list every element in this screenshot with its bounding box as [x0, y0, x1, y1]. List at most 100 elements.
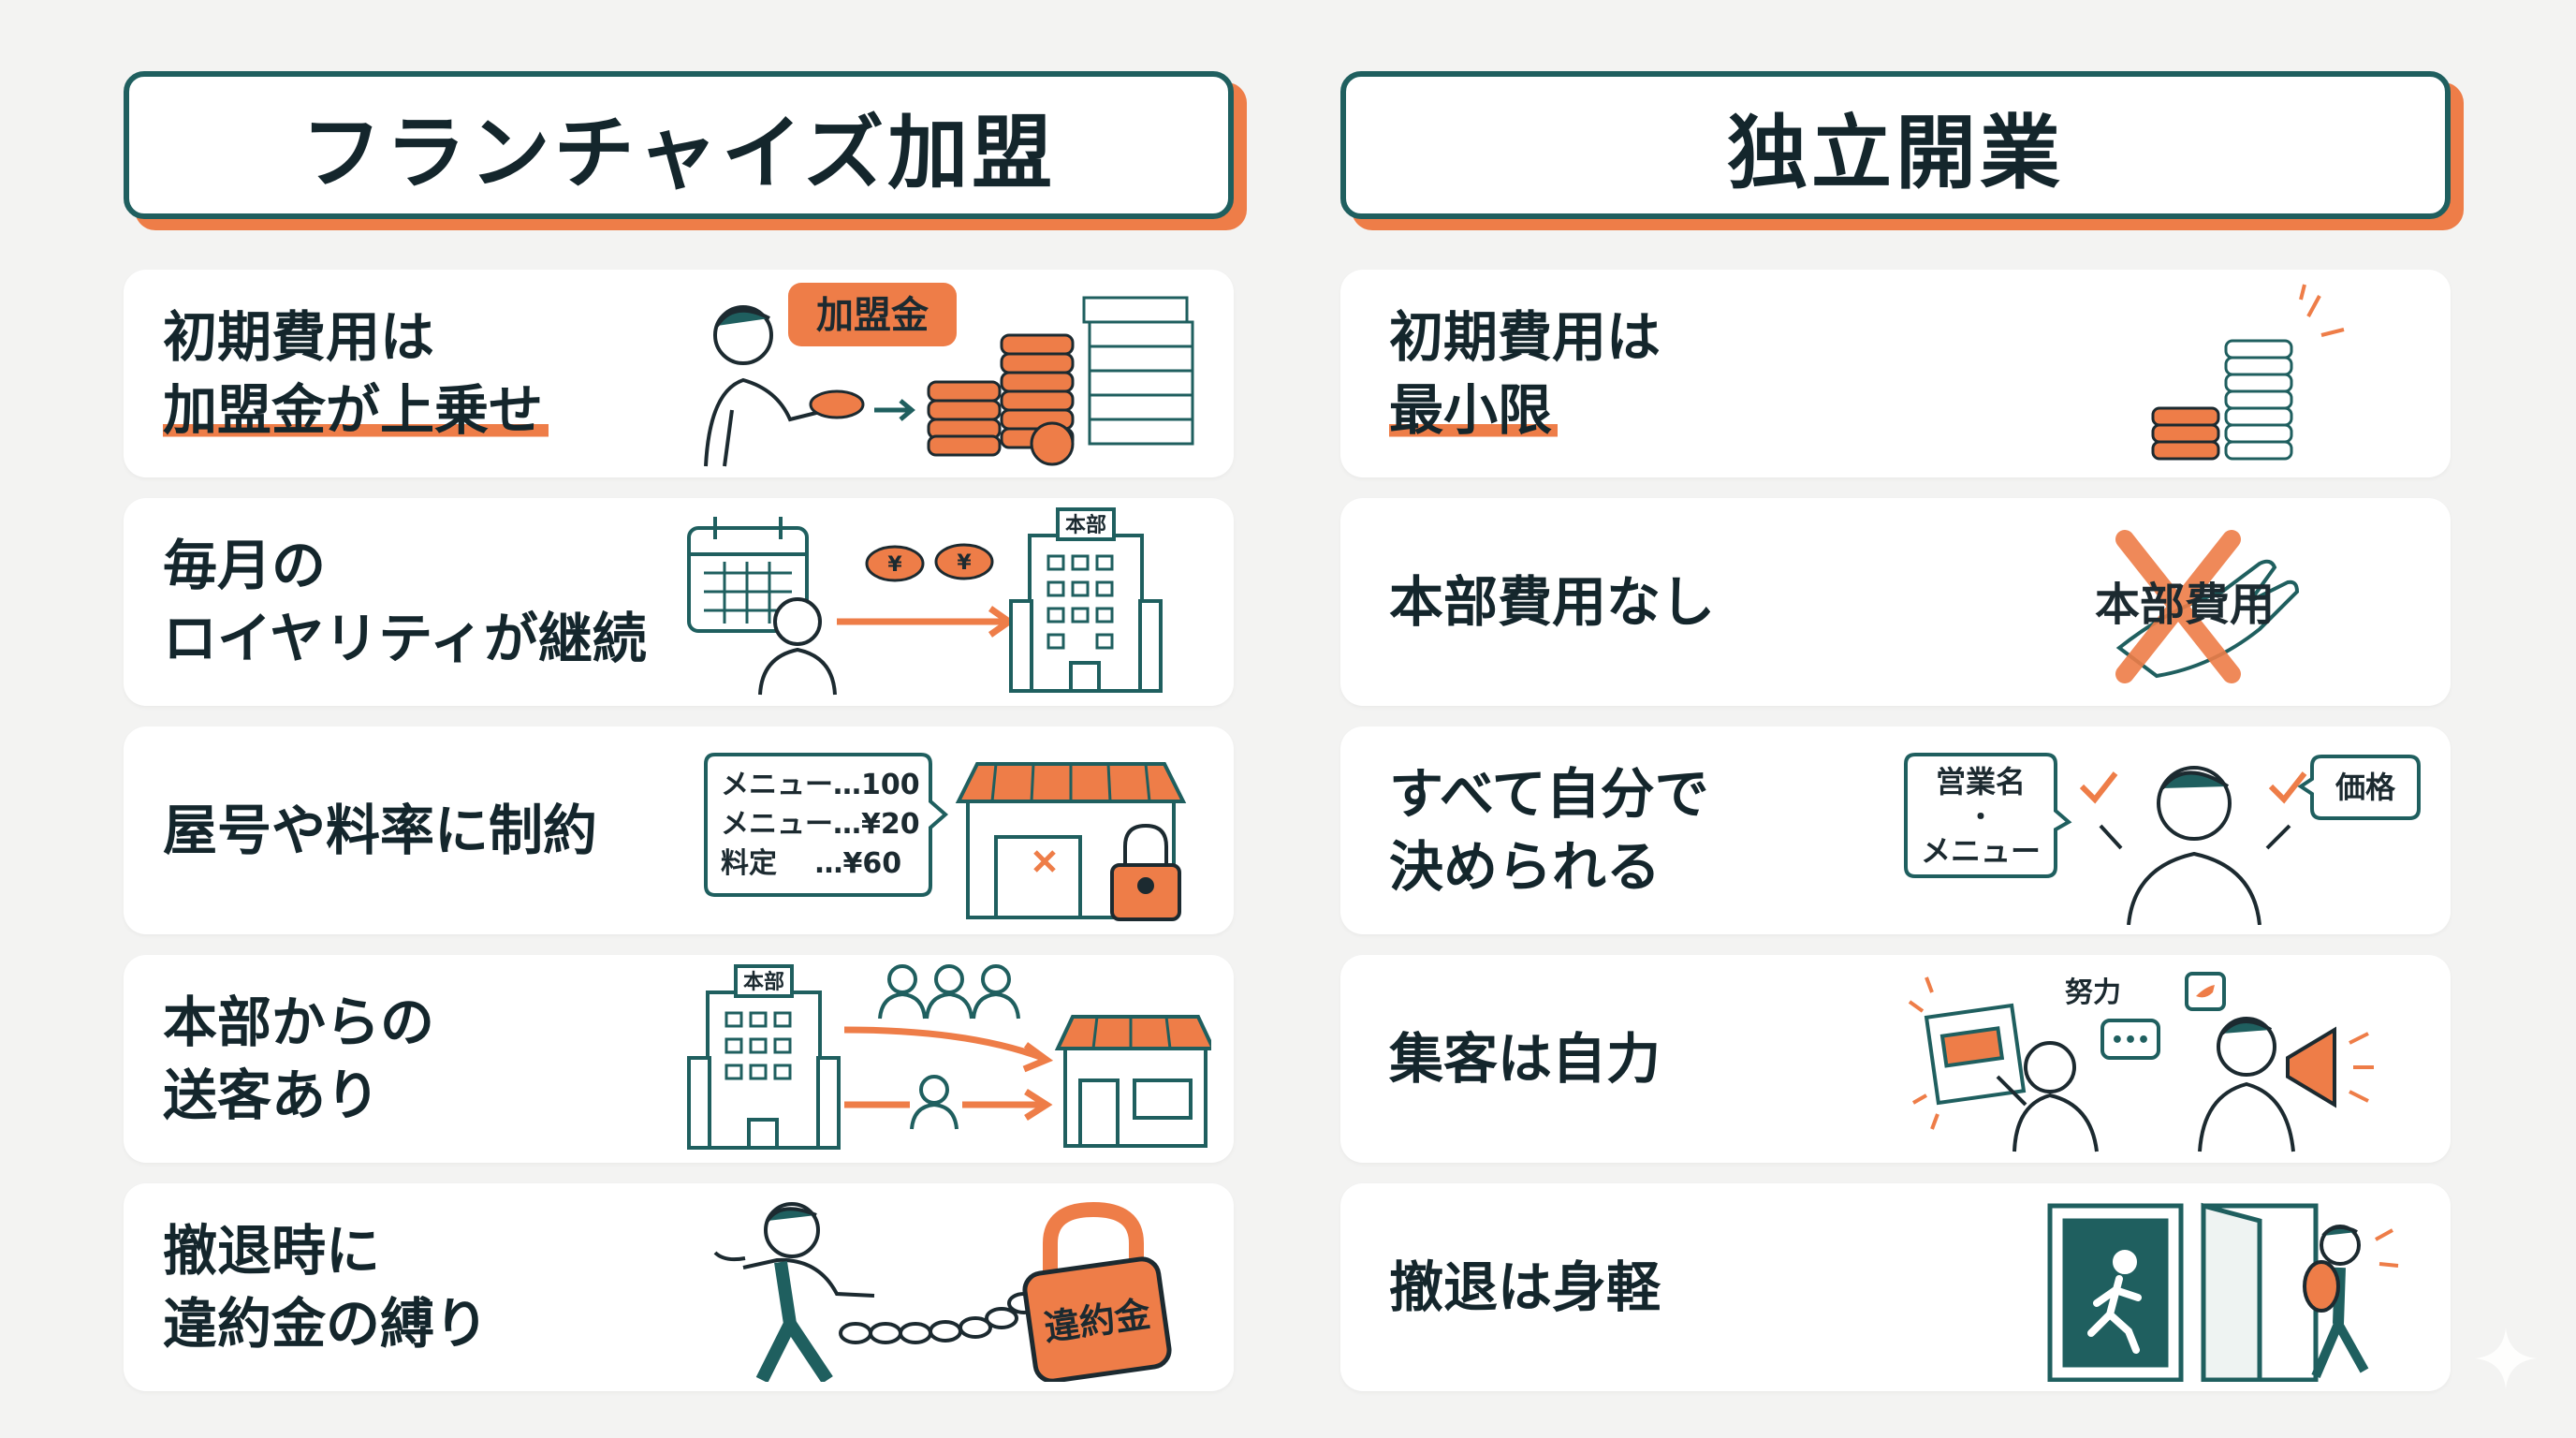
speech-bubble-right	[2297, 755, 2421, 820]
yen-coin-icon	[865, 543, 994, 582]
walking-person-icon	[2303, 1225, 2369, 1378]
franchise-row-initial-cost: 初期費用は 加盟金が上乗せ 加盟金	[124, 270, 1234, 477]
arrow-icon	[837, 606, 1016, 638]
running-person-icon	[713, 1202, 875, 1384]
worker-person-icon	[1996, 1041, 2099, 1152]
independent-row-no-hq-fee: 本部費用なし 本部費用	[1340, 498, 2451, 706]
menu-line-3: 料定 …¥60	[721, 847, 901, 880]
row-line2: ロイヤリティが継続	[163, 607, 647, 670]
svg-text:¥: ¥	[957, 551, 972, 575]
illus-small-coin-stacks	[1904, 279, 2428, 468]
row-line2-highlight: 最小限	[1389, 378, 1559, 442]
row-line2-highlight: 加盟金が上乗せ	[163, 378, 549, 442]
open-door-icon	[2201, 1202, 2319, 1383]
menu-bubble	[704, 753, 949, 897]
headquarters-building-icon	[1009, 507, 1163, 693]
svg-text:•••: •••	[2111, 1029, 2150, 1052]
padlock-icon	[1022, 1201, 1172, 1384]
independent-row-self-marketing: 集客は自力 努力 •••	[1340, 955, 2451, 1163]
row-line1: 撤退は身軽	[1389, 1255, 1661, 1319]
row-line2: 決められる	[1389, 835, 1661, 899]
illus-chained-to-penalty: 違約金	[687, 1193, 1211, 1384]
franchise-row-exit-penalty: 撤退時に 違約金の縛り	[124, 1183, 1234, 1391]
row-line1: 初期費用は	[1389, 305, 1661, 369]
arrow-icon	[843, 1026, 1054, 1121]
independent-header: 独立開業	[1340, 71, 2464, 230]
bubble-left-line2: ・	[1968, 801, 1994, 832]
row-line1: 毎月の	[163, 534, 327, 597]
illus-self-marketing: 努力 •••	[1904, 964, 2428, 1153]
hq-sign: 本部	[1065, 513, 1106, 537]
illus-price-menu-locked-store: メニュー…100 メニュー…¥20 料定 …¥60	[687, 736, 1211, 925]
speech-bubble-left	[1904, 753, 2072, 878]
illus-hq-fee-crossed: 本部費用	[1904, 507, 2428, 697]
cross-icon	[2115, 530, 2241, 683]
person-icon	[704, 305, 828, 467]
coin-stack-icon	[2151, 339, 2293, 461]
customers-icon	[878, 964, 1020, 1130]
bubble-right-label: 価格	[2334, 770, 2396, 805]
svg-text:¥: ¥	[887, 553, 902, 577]
row-line1: すべて自分で	[1389, 762, 1709, 826]
independent-column: 独立開業 初期費用は 最小限	[1340, 71, 2464, 1412]
illus-person-paying-fee: 加盟金	[687, 279, 1211, 468]
row-text: 撤退時に 違約金の縛り	[163, 1183, 743, 1391]
row-text: 撤退は身軽	[1389, 1183, 1969, 1391]
person-icon	[758, 597, 837, 696]
illus-exit-doors	[1904, 1193, 2428, 1383]
row-line1: 集客は自力	[1389, 1027, 1661, 1091]
sparkle-lines-icon	[1908, 976, 1939, 1130]
row-line2: 送客あり	[163, 1064, 381, 1127]
franchise-row-customer-referral: 本部からの 送客あり 本部	[124, 955, 1234, 1163]
row-text: 毎月の ロイヤリティが継続	[163, 498, 743, 706]
row-line1: 撤退時に	[163, 1219, 381, 1283]
independent-title: 独立開業	[1340, 71, 2451, 219]
chat-bubble-icon	[2100, 1019, 2160, 1060]
row-text: 集客は自力	[1389, 955, 1969, 1163]
row-text: 屋号や料率に制約	[163, 726, 743, 934]
row-line1: 初期費用は	[163, 305, 435, 369]
effort-label: 努力	[2065, 976, 2121, 1009]
franchise-row-royalty: 毎月の ロイヤリティが継続 ¥ ¥	[124, 498, 1234, 706]
independent-row-initial-cost: 初期費用は 最小限	[1340, 270, 2451, 477]
padlock-icon	[1110, 823, 1181, 921]
storefront-icon	[1054, 1015, 1217, 1148]
menu-line-2: メニュー…¥20	[721, 808, 920, 841]
cash-stack-icon	[1082, 296, 1194, 446]
illus-hq-sends-customers: 本部	[687, 964, 1217, 1153]
row-text: 本部費用なし	[1389, 498, 1969, 706]
coin-stack-icon	[927, 333, 1075, 466]
fee-badge-label: 加盟金	[816, 294, 929, 337]
chain-icon	[839, 1292, 1041, 1344]
row-text: 本部からの 送客あり	[163, 955, 743, 1163]
megaphone-icon	[2286, 1026, 2336, 1108]
row-text: すべて自分で 決められる	[1389, 726, 1969, 934]
franchise-title: フランチャイズ加盟	[124, 71, 1234, 219]
franchise-column: フランチャイズ加盟 初期費用は 加盟金が上乗せ 加盟金	[124, 71, 1247, 1412]
row-line1: 本部からの	[163, 990, 435, 1054]
hq-sign: 本部	[743, 970, 784, 994]
arrow-icon	[874, 399, 915, 421]
franchise-header: フランチャイズ加盟	[124, 71, 1247, 230]
row-text: 初期費用は 最小限	[1389, 270, 1969, 477]
coin-in-hand-icon	[809, 389, 865, 419]
independent-row-easy-exit: 撤退は身軽	[1340, 1183, 2451, 1391]
bubble-left-line3: メニュー	[1921, 833, 2041, 869]
calendar-icon	[687, 517, 809, 633]
illus-royalty-payment: ¥ ¥ 本部	[687, 507, 1211, 697]
check-icon	[2079, 771, 2307, 804]
crossed-label: 本部費用	[2095, 579, 2275, 631]
row-line1: 本部費用なし	[1389, 570, 1716, 634]
independent-row-self-decide: すべて自分で 決められる 営業名 ・ メニュー 価格	[1340, 726, 2451, 934]
sparkle-lines-icon	[2375, 1228, 2399, 1268]
headquarters-building-icon	[687, 964, 841, 1150]
running-figure-icon	[2087, 1250, 2142, 1354]
sound-lines-icon	[2349, 1032, 2374, 1103]
row-text: 初期費用は 加盟金が上乗せ	[163, 270, 743, 477]
person-with-megaphone-icon	[2198, 1017, 2295, 1152]
fee-badge	[788, 283, 957, 346]
storefront-icon	[955, 762, 1187, 919]
franchise-row-restrictions: 屋号や料率に制約 メニュー…100 メニュー…¥20 料定 …¥60	[124, 726, 1234, 934]
row-line1: 屋号や料率に制約	[163, 799, 598, 862]
illus-person-choosing: 営業名 ・ メニュー 価格	[1904, 736, 2428, 926]
